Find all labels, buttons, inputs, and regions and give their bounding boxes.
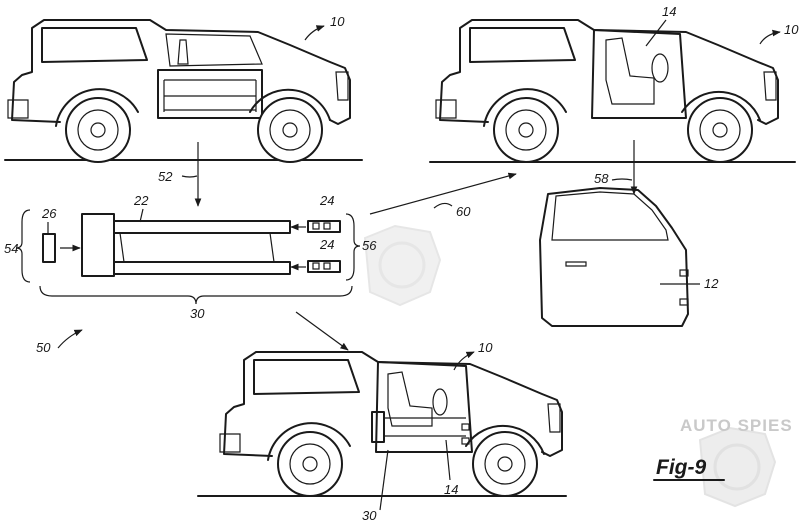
ref-10-top-left: 10: [330, 14, 345, 29]
hinge-24-lower: [307, 260, 341, 273]
ref-26: 26: [41, 206, 57, 221]
ref-24-upper: 24: [319, 193, 334, 208]
leader-50: [57, 329, 83, 349]
ref-10-bottom: 10: [478, 340, 493, 355]
leader-52: [181, 175, 198, 178]
ref-22: 22: [133, 193, 149, 208]
ref-30-mid: 30: [190, 306, 205, 321]
leader-14-bottom: [445, 439, 451, 481]
leader-10-top-left: [304, 25, 325, 41]
watermark-text: AUTO SPIES: [680, 416, 793, 435]
component-26: [42, 233, 56, 263]
ref-50: 50: [36, 340, 51, 355]
leader-14-top-right: [645, 19, 667, 47]
ref-10-top-right: 10: [784, 22, 799, 37]
ref-24-lower: 24: [319, 237, 334, 252]
arrow-kit-to-truck: [295, 311, 349, 351]
ref-30-bottom: 30: [362, 508, 377, 523]
figure-label: Fig-9: [656, 456, 706, 479]
rail-lower: [113, 261, 291, 275]
leader-58: [611, 178, 633, 181]
truck-top-left: [4, 19, 363, 163]
watermark-emblem-icon: [363, 224, 777, 508]
leader-30-bottom: [379, 449, 389, 511]
hinge-24-upper: [307, 220, 341, 233]
kit-assembly: 26 22 24 24 54 56 30: [4, 193, 377, 321]
ref-56: 56: [362, 238, 377, 253]
brace-56: [345, 213, 361, 281]
ref-12: 12: [704, 276, 719, 291]
ref-14-top-right: 14: [662, 4, 676, 19]
leader-60: [433, 202, 453, 209]
door-12: 12: [539, 187, 719, 327]
ref-54: 54: [4, 241, 18, 256]
rail-upper: [113, 220, 291, 234]
truck-top-right: [429, 19, 796, 163]
brace-30: [39, 285, 353, 305]
component-22-base: [81, 213, 115, 277]
leader-10-bottom: [453, 351, 475, 371]
leader-10-top-right: [759, 29, 781, 45]
ref-14-bottom: 14: [444, 482, 458, 497]
ref-60: 60: [456, 204, 471, 219]
truck-bottom: [197, 351, 567, 497]
ref-52: 52: [158, 169, 173, 184]
ref-58: 58: [594, 171, 609, 186]
arrow-60: [369, 172, 517, 215]
brace-54: [15, 209, 31, 283]
